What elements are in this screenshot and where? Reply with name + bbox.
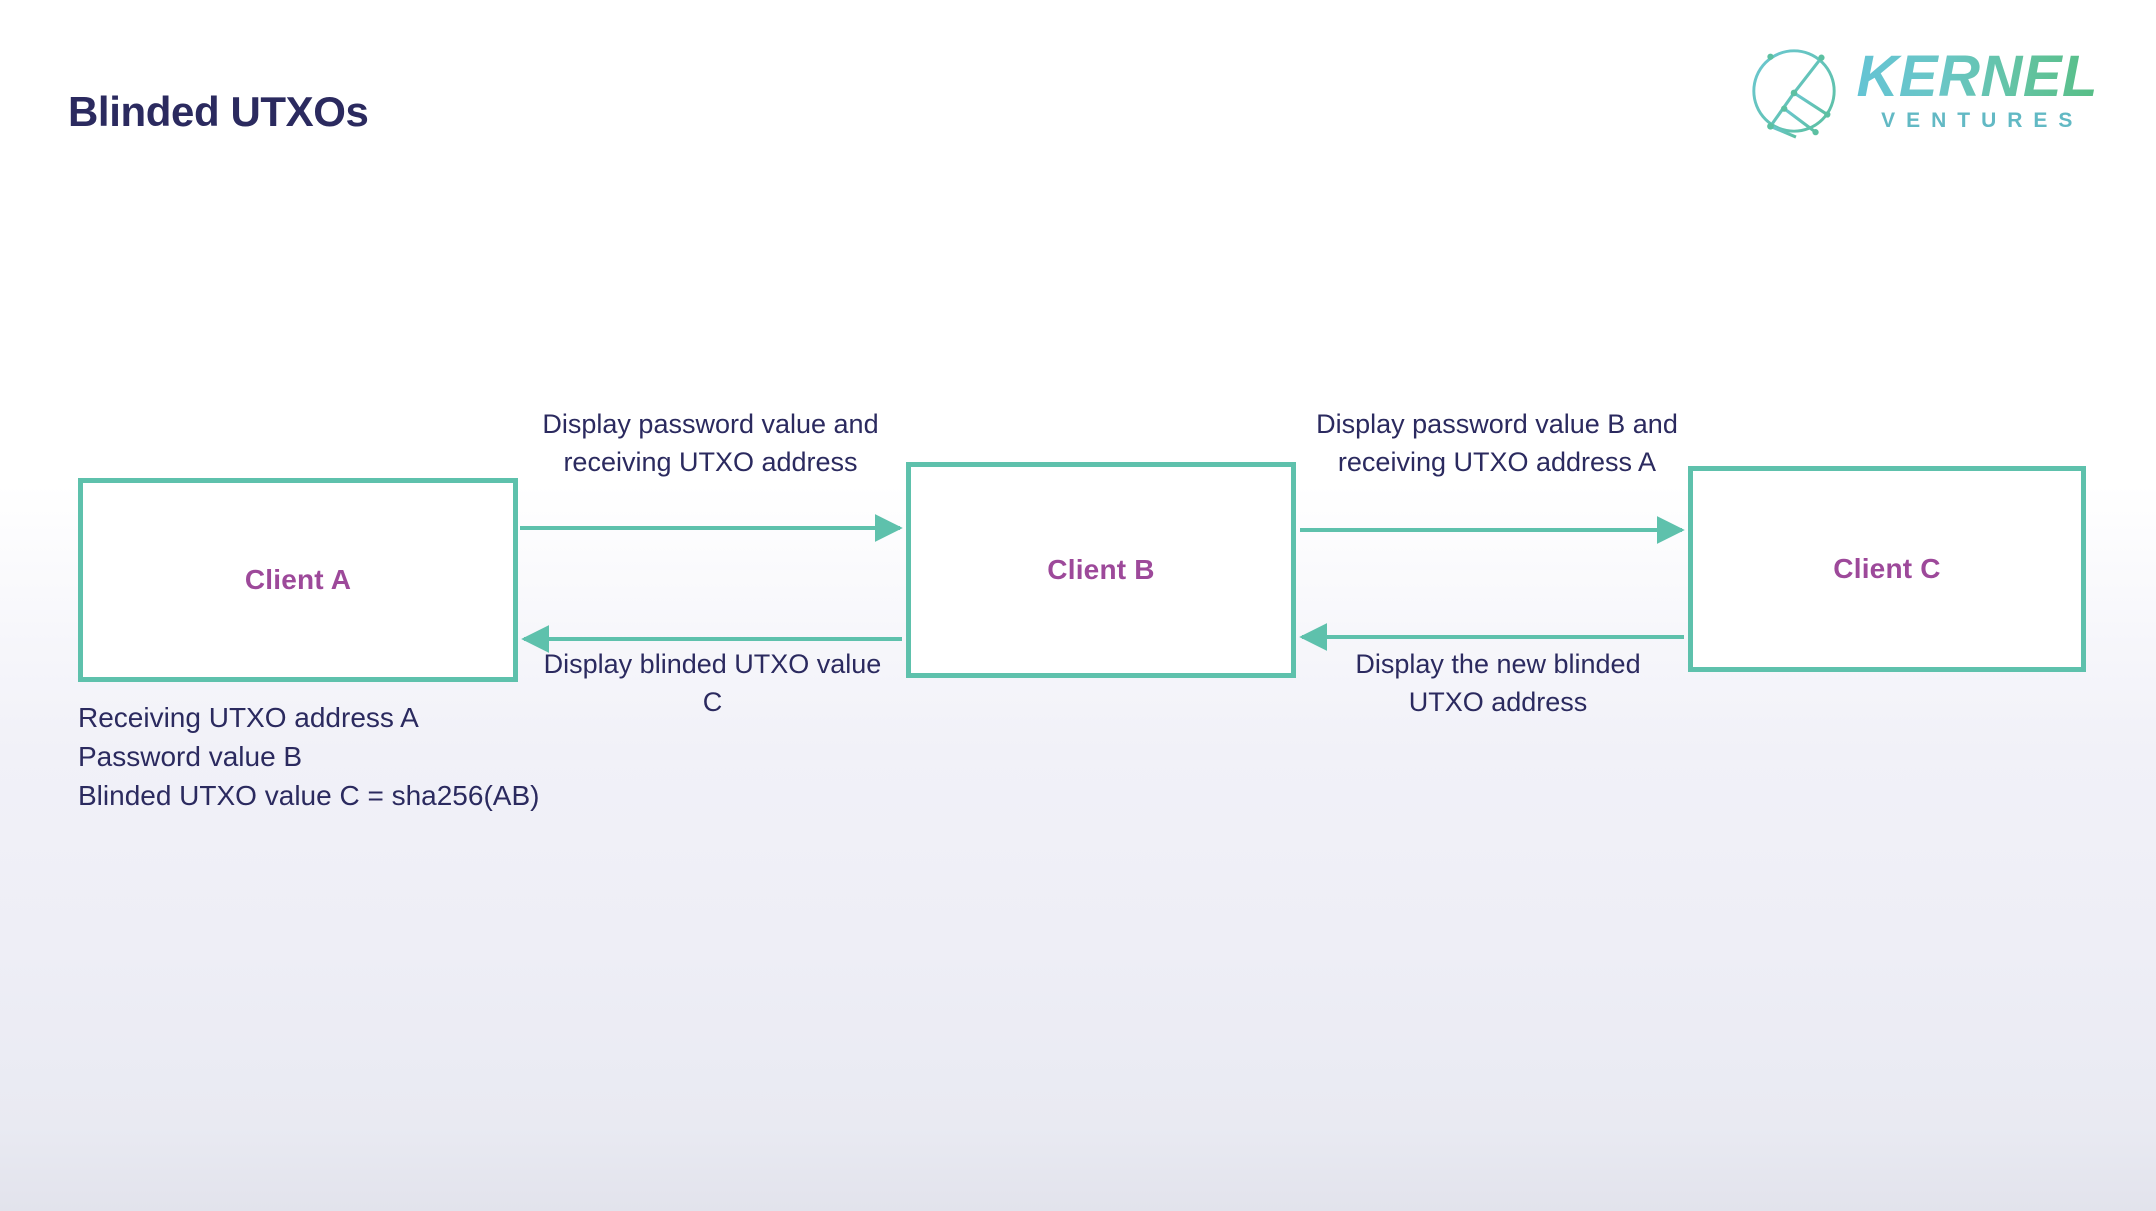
logo-wordmark: KERNEL	[1856, 44, 2098, 110]
client-a-label: Client A	[244, 564, 352, 595]
logo-subtitle: VENTURES	[1881, 108, 2084, 132]
client-a-node[interactable]: Client A	[78, 478, 518, 682]
note-line-receiving-address: Receiving UTXO address A	[78, 702, 419, 733]
client-b-label: Client B	[1047, 554, 1155, 585]
definitions-note-block: Receiving UTXO address A Password value …	[78, 698, 539, 815]
logo-wordmark-group: KERNEL VENTURES	[1856, 44, 2098, 132]
page-title: Blinded UTXOs	[68, 88, 369, 135]
client-b-node[interactable]: Client B	[906, 462, 1296, 678]
client-c-node[interactable]: Client C	[1688, 466, 2086, 672]
flow-label-b-to-a: Display blinded UTXO value C	[543, 649, 882, 717]
note-line-password-value: Password value B	[78, 741, 303, 772]
note-line-blinded-value: Blinded UTXO value C = sha256(AB)	[78, 780, 540, 811]
kernel-circular-k-emblem	[1751, 49, 1836, 139]
flow-label-b-to-c: Display password value B and receiving U…	[1316, 409, 1678, 477]
flow-label-c-to-b: Display the new blinded UTXO address	[1355, 649, 1641, 717]
flow-label-a-to-b: Display password value and receiving UTX…	[542, 409, 879, 477]
kernel-ventures-logo: KERNEL VENTURES	[1745, 42, 2098, 140]
client-c-label: Client C	[1833, 553, 1941, 584]
